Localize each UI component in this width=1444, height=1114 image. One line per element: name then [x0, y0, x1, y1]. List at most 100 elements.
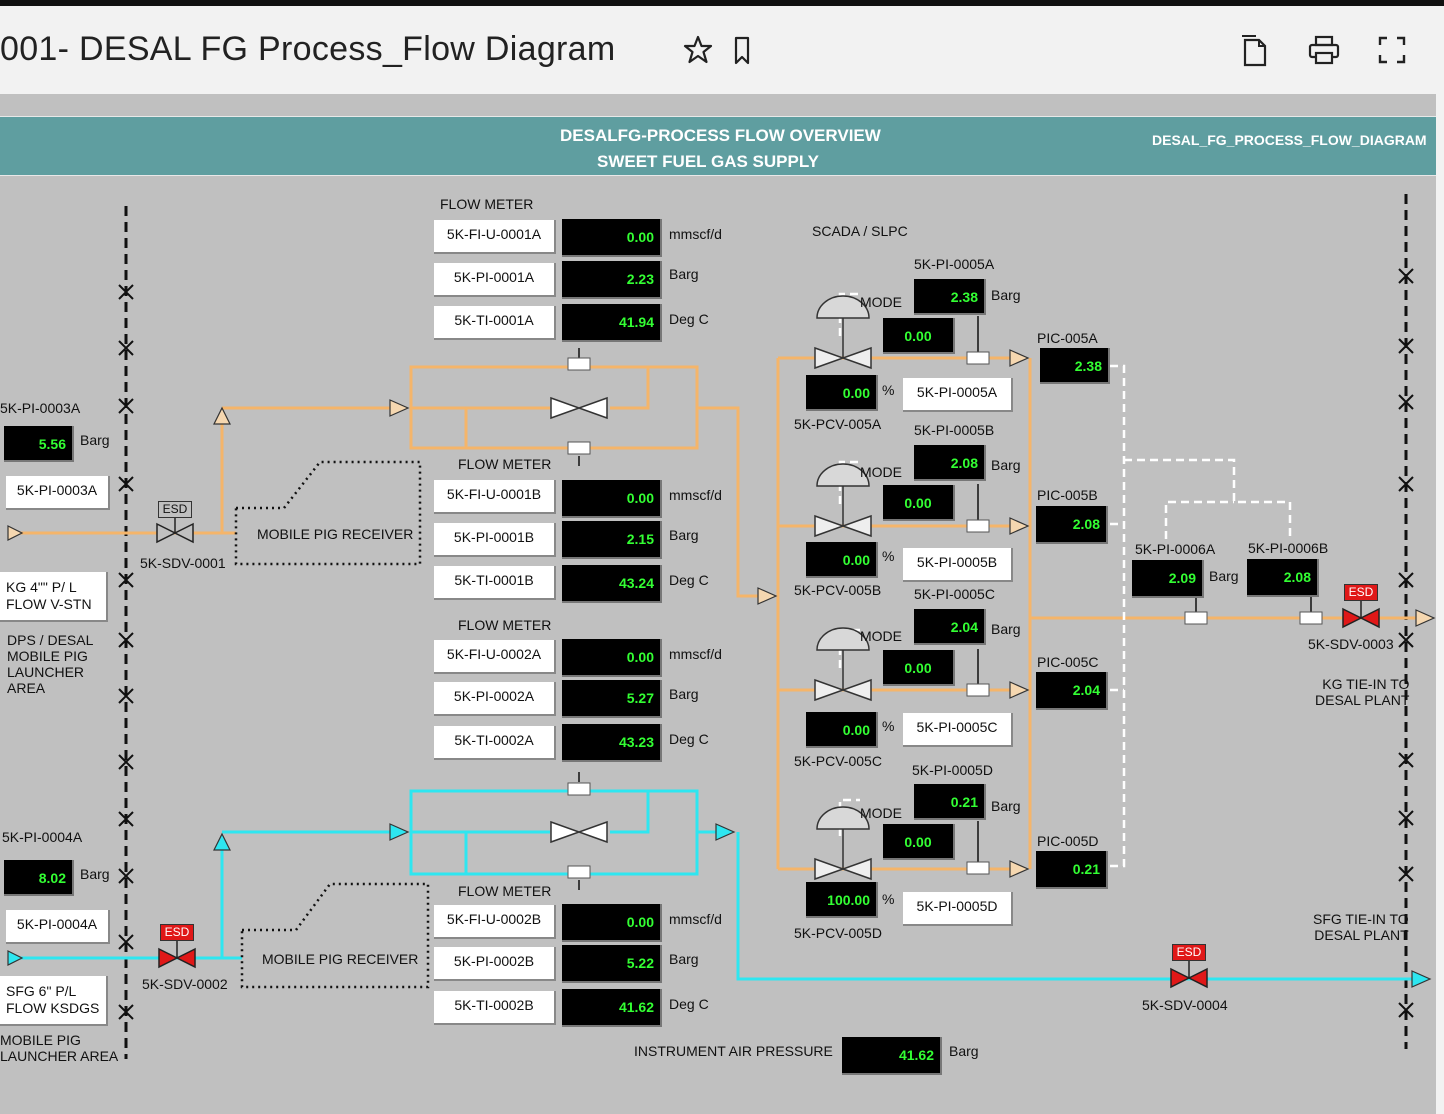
pcv-005a-output-unit: %	[882, 382, 895, 398]
flow-meter-1-title: FLOW METER	[440, 196, 534, 212]
pi-0004a-value[interactable]: 8.02	[4, 860, 74, 896]
fm3-flow-tag[interactable]: 5K-FI-U-0002A	[434, 640, 556, 674]
bookmark-icon[interactable]	[724, 32, 760, 68]
pi-0005d-value[interactable]: 0.21	[914, 784, 986, 820]
pcv-005b-label: 5K-PCV-005B	[794, 582, 882, 598]
pi-0005a-value[interactable]: 2.38	[914, 279, 986, 315]
sfg-flow-tag[interactable]: SFG 6" P/L FLOW KSDGS	[0, 976, 108, 1026]
pi-0003a-tag[interactable]: 5K-PI-0003A	[6, 476, 110, 510]
pcv-005a-mode-value[interactable]: 0.00	[883, 318, 955, 354]
fm1-temp-tag[interactable]: 5K-TI-0001A	[434, 306, 556, 340]
pic-005c-value[interactable]: 2.04	[1036, 672, 1108, 710]
pi-0005a-title: 5K-PI-0005A	[914, 256, 995, 272]
pi-0006a-value[interactable]: 2.09	[1132, 560, 1204, 598]
fm3-pressure-value[interactable]: 5.27	[562, 680, 662, 718]
pcv-005b-mode-value[interactable]: 0.00	[883, 485, 955, 521]
top-edge-bar	[0, 0, 1444, 6]
pi-0005b-value[interactable]: 2.08	[914, 445, 986, 481]
fm2-pressure-value[interactable]: 2.15	[562, 521, 662, 559]
pcv-005b-mode-label: MODE	[860, 464, 902, 480]
sdv-0004-esd-badge[interactable]: ESD	[1172, 944, 1206, 961]
fm1-pressure-value[interactable]: 2.23	[562, 261, 662, 299]
fm1-temp-value[interactable]: 41.94	[562, 304, 662, 342]
flow-meter-2-title: FLOW METER	[458, 456, 552, 472]
pi-0004a-tag[interactable]: 5K-PI-0004A	[6, 910, 110, 944]
pi-0006a-unit: Barg	[1209, 568, 1239, 584]
fm2-flow-value[interactable]: 0.00	[562, 480, 662, 518]
pcv-005a-mode-label: MODE	[860, 294, 902, 310]
pcv-005d-label: 5K-PCV-005D	[794, 925, 882, 941]
banner-title: DESALFG-PROCESS FLOW OVERVIEW	[560, 126, 881, 145]
pi-0005c-unit: Barg	[991, 621, 1021, 637]
pcv-005b-output-value[interactable]: 0.00	[806, 542, 878, 578]
flow-meter-3-title: FLOW METER	[458, 617, 552, 633]
fm3-temp-tag[interactable]: 5K-TI-0002A	[434, 726, 556, 760]
sdv-0003-esd-badge[interactable]: ESD	[1344, 584, 1378, 601]
fm1-flow-value[interactable]: 0.00	[562, 219, 662, 257]
pcv-005d-mode-value[interactable]: 0.00	[883, 824, 955, 860]
sdv-0003-label: 5K-SDV-0003	[1308, 636, 1394, 652]
star-icon[interactable]	[680, 32, 716, 68]
print-icon[interactable]	[1306, 32, 1342, 68]
fm4-flow-value[interactable]: 0.00	[562, 904, 662, 942]
fm3-pressure-tag[interactable]: 5K-PI-0002A	[434, 682, 556, 716]
pi-0005d-title: 5K-PI-0005D	[912, 762, 993, 778]
sfg-tie-in-label: SFG TIE-IN TO DESAL PLANT	[1313, 911, 1409, 943]
dps-line4: AREA	[7, 680, 46, 696]
pcv-005d-output-value[interactable]: 100.00	[806, 882, 878, 918]
fm1-flow-tag[interactable]: 5K-FI-U-0001A	[434, 220, 556, 254]
sdv-0001-esd-badge[interactable]: ESD	[158, 501, 192, 518]
mobile-pig-launcher-label: MOBILE PIG LAUNCHER AREA	[0, 1032, 118, 1064]
pcv-005a-output-value[interactable]: 0.00	[806, 375, 878, 411]
fm2-flow-tag[interactable]: 5K-FI-U-0001B	[434, 480, 556, 514]
pi-0003a-unit: Barg	[80, 432, 110, 448]
fm3-flow-value[interactable]: 0.00	[562, 639, 662, 677]
copy-icon[interactable]	[1236, 32, 1272, 68]
pi-0005b-tag[interactable]: 5K-PI-0005B	[903, 548, 1013, 582]
dps-area-label: DPS / DESAL MOBILE PIG LAUNCHER AREA	[7, 632, 93, 696]
pi-0005c-title: 5K-PI-0005C	[914, 586, 995, 602]
fm2-pressure-tag[interactable]: 5K-PI-0001B	[434, 523, 556, 557]
fm3-pressure-unit: Barg	[669, 686, 699, 702]
instrument-air-value[interactable]: 41.62	[842, 1037, 942, 1075]
pi-0005a-tag[interactable]: 5K-PI-0005A	[903, 378, 1013, 412]
sfg-tie-in-line2: DESAL PLANT	[1314, 927, 1409, 943]
pcv-005c-mode-value[interactable]: 0.00	[883, 650, 955, 686]
fm4-pressure-tag[interactable]: 5K-PI-0002B	[434, 947, 556, 981]
fm4-temp-value[interactable]: 41.62	[562, 989, 662, 1027]
pi-0005d-tag[interactable]: 5K-PI-0005D	[903, 892, 1013, 926]
fm4-temp-tag[interactable]: 5K-TI-0002B	[434, 991, 556, 1025]
kg-tie-in-label: KG TIE-IN TO DESAL PLANT	[1315, 676, 1409, 708]
kg-flow-tag-line2: FLOW V-STN	[6, 596, 92, 612]
pic-005a-value[interactable]: 2.38	[1040, 348, 1110, 384]
fm4-flow-tag[interactable]: 5K-FI-U-0002B	[434, 905, 556, 939]
pcv-valve-bodies	[814, 295, 872, 881]
pi-0004a-title: 5K-PI-0004A	[2, 829, 83, 845]
pic-005d-value[interactable]: 0.21	[1036, 851, 1108, 889]
process-flow-diagram: DESALFG-PROCESS FLOW OVERVIEW SWEET FUEL…	[0, 94, 1436, 1114]
pi-0003a-value[interactable]: 5.56	[4, 426, 74, 462]
fm2-pressure-unit: Barg	[669, 527, 699, 543]
pi-0005d-unit: Barg	[991, 798, 1021, 814]
fm1-pressure-tag[interactable]: 5K-PI-0001A	[434, 263, 556, 297]
pic-005b-value[interactable]: 2.08	[1036, 506, 1108, 544]
kg-flow-tag[interactable]: KG 4"" P/ L FLOW V-STN	[0, 572, 108, 622]
fm3-temp-unit: Deg C	[669, 731, 709, 747]
pi-0006a-title: 5K-PI-0006A	[1135, 541, 1216, 557]
fm4-pressure-unit: Barg	[669, 951, 699, 967]
fullscreen-icon[interactable]	[1374, 32, 1410, 68]
pcv-005c-output-value[interactable]: 0.00	[806, 712, 878, 748]
pi-0006b-value[interactable]: 2.08	[1247, 559, 1319, 597]
banner-subtitle: SWEET FUEL GAS SUPPLY	[597, 152, 819, 171]
bypass-valves	[550, 396, 608, 844]
pig-receiver-label-1: MOBILE PIG RECEIVER	[257, 526, 414, 542]
fm2-temp-tag[interactable]: 5K-TI-0001B	[434, 566, 556, 600]
sdv-0002-esd-badge[interactable]: ESD	[160, 924, 194, 941]
fm4-pressure-value[interactable]: 5.22	[562, 945, 662, 983]
sdv-valve-bodies	[156, 518, 1380, 989]
fm3-temp-value[interactable]: 43.23	[562, 724, 662, 762]
pi-0005c-value[interactable]: 2.04	[914, 609, 986, 645]
pi-0006b-title: 5K-PI-0006B	[1248, 540, 1329, 556]
pi-0005c-tag[interactable]: 5K-PI-0005C	[903, 713, 1013, 747]
fm2-temp-value[interactable]: 43.24	[562, 565, 662, 603]
